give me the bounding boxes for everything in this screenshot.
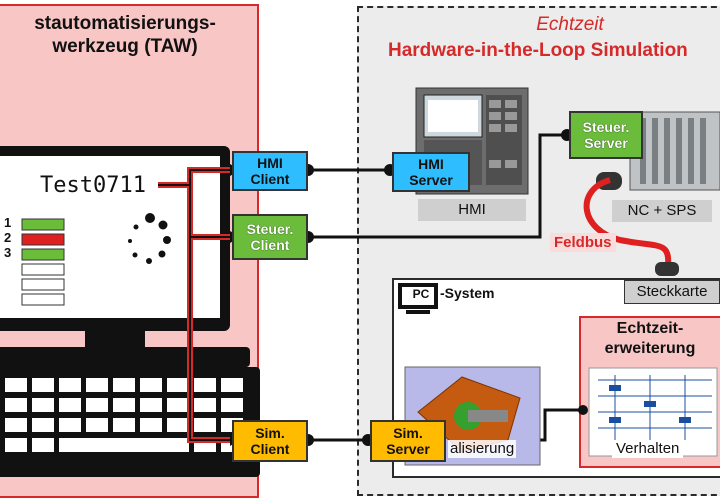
sim-server-line2: Server xyxy=(386,441,430,457)
pc-icon-label: PC xyxy=(412,287,430,301)
hmi-server-line1: HMI xyxy=(418,156,444,172)
sim-client-line2: Client xyxy=(250,441,290,457)
feldbus-cable xyxy=(583,177,672,269)
steuer-server-box[interactable]: Steuer.Server xyxy=(569,111,643,159)
sim-client-box[interactable]: Sim.Client xyxy=(232,420,308,462)
hmi-client-line2: Client xyxy=(250,171,290,187)
steuer-client-box[interactable]: Steuer.Client xyxy=(232,214,308,260)
test-list-bars xyxy=(21,218,65,306)
test-number-3: 3 xyxy=(4,245,12,260)
test-number-1: 1 xyxy=(4,215,12,230)
nc-sps-label: NC + SPS xyxy=(612,200,712,222)
hil-subtitle: Echtzeit xyxy=(536,14,604,35)
sim-server-line1: Sim. xyxy=(393,425,423,441)
sim-server-box[interactable]: Sim.Server xyxy=(370,420,446,462)
sim-client-line1: Sim. xyxy=(255,425,285,441)
steuer-server-line1: Steuer. xyxy=(582,119,630,135)
verhalten-label-wrap: Verhalten xyxy=(612,440,684,458)
realtime-title-line1: Echtzeit- xyxy=(616,320,684,337)
hmi-label: HMI xyxy=(418,199,526,221)
taw-title-line2: werkzeug (TAW) xyxy=(52,36,198,57)
test-number-2: 2 xyxy=(4,230,12,245)
taw-title-line1: stautomatisierungs- xyxy=(34,13,216,34)
hmi-client-line1: HMI xyxy=(257,155,283,171)
realtime-title-line2: erweiterung xyxy=(604,340,696,357)
pc-icon xyxy=(398,283,438,314)
loading-spinner-icon xyxy=(128,213,171,264)
test-list-numbers: 1 2 3 xyxy=(4,215,11,260)
taw-title: stautomatisierungs- werkzeug (TAW) xyxy=(0,12,250,58)
steckkarte-label: Steckkarte xyxy=(624,280,720,304)
hmi-server-line2: Server xyxy=(409,172,453,188)
pc-system-label: -System xyxy=(440,285,495,301)
hil-title: Hardware-in-the-Loop Simulation xyxy=(388,40,688,61)
verhalten-label: Verhalten xyxy=(616,440,680,457)
feldbus-label: Feldbus xyxy=(550,233,616,252)
steuer-client-line1: Steuer. xyxy=(246,221,294,237)
feldbus-connector-icon xyxy=(655,262,679,276)
steuer-server-line2: Server xyxy=(584,135,628,151)
nc-sps-hardware-image xyxy=(596,111,720,191)
client-server-connections xyxy=(308,133,567,442)
steuer-client-line2: Client xyxy=(250,237,290,253)
visualisierung-label: alisierung xyxy=(450,440,515,457)
realtime-extension-title: Echtzeit- erweiterung xyxy=(580,319,720,359)
visualisierung-label-wrap: alisierung xyxy=(448,440,517,458)
test-name: Test0711 xyxy=(40,173,146,198)
